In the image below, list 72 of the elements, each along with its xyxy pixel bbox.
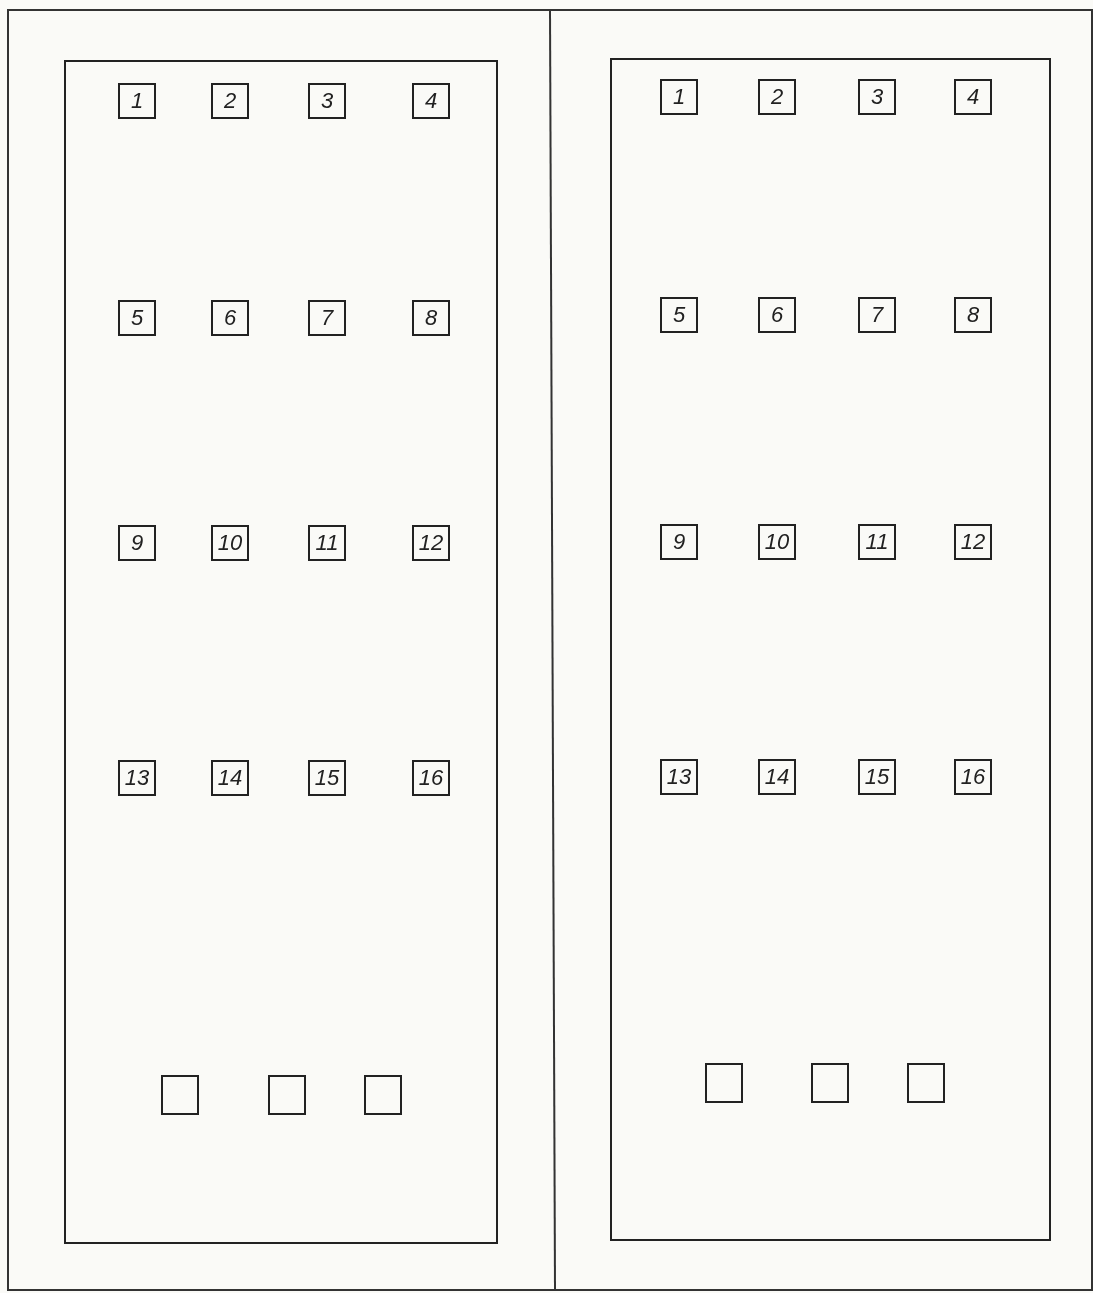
numbered-box — [758, 79, 796, 115]
box-number: 12 — [960, 529, 986, 555]
numbered-box — [211, 525, 249, 561]
numbered-box — [412, 525, 450, 561]
numbered-box — [211, 300, 249, 336]
numbered-box — [660, 759, 698, 795]
box-number: 16 — [418, 765, 444, 791]
box-number: 8 — [424, 305, 438, 331]
numbered-box — [858, 759, 896, 795]
numbered-box — [118, 83, 156, 119]
box-number: 11 — [315, 530, 339, 556]
box-number: 9 — [130, 530, 144, 556]
box-number: 6 — [770, 302, 784, 328]
numbered-box — [954, 759, 992, 795]
box-number: 6 — [223, 305, 237, 331]
box-number: 4 — [424, 88, 438, 114]
box-number: 13 — [124, 765, 150, 791]
box-number: 5 — [130, 305, 144, 331]
box-number: 3 — [870, 84, 884, 110]
numbered-box — [660, 79, 698, 115]
box-number: 7 — [870, 302, 884, 328]
numbered-box — [118, 760, 156, 796]
numbered-box — [858, 524, 896, 560]
numbered-box — [954, 297, 992, 333]
box-number: 2 — [223, 88, 237, 114]
box-number: 15 — [314, 765, 340, 791]
numbered-box — [308, 300, 346, 336]
numbered-box — [412, 83, 450, 119]
numbered-box — [660, 297, 698, 333]
numbered-box — [954, 79, 992, 115]
box-number: 12 — [418, 530, 444, 556]
rectangle-outline — [907, 1063, 945, 1103]
box-number: 2 — [770, 84, 784, 110]
box-number: 7 — [320, 305, 334, 331]
rectangle-outline — [268, 1075, 306, 1115]
panel-outline — [610, 58, 1051, 1241]
box-number: 10 — [217, 530, 243, 556]
rectangle-outline — [811, 1063, 849, 1103]
numbered-box — [308, 525, 346, 561]
box-number: 14 — [764, 764, 790, 790]
box-number: 1 — [130, 88, 144, 114]
numbered-box — [412, 760, 450, 796]
numbered-box — [211, 760, 249, 796]
rectangle-outline — [364, 1075, 402, 1115]
box-number: 8 — [966, 302, 980, 328]
numbered-box — [758, 297, 796, 333]
box-number: 5 — [672, 302, 686, 328]
numbered-box — [412, 300, 450, 336]
numbered-box — [758, 759, 796, 795]
box-number: 4 — [966, 84, 980, 110]
numbered-box — [858, 297, 896, 333]
box-number: 3 — [320, 88, 334, 114]
box-number: 11 — [865, 529, 889, 555]
numbered-box — [660, 524, 698, 560]
numbered-box — [211, 83, 249, 119]
numbered-box — [308, 760, 346, 796]
box-number: 9 — [672, 529, 686, 555]
numbered-box — [954, 524, 992, 560]
numbered-box — [118, 300, 156, 336]
box-number: 16 — [960, 764, 986, 790]
box-number: 10 — [764, 529, 790, 555]
panel-outline — [64, 60, 498, 1244]
numbered-box — [308, 83, 346, 119]
numbered-box — [758, 524, 796, 560]
numbered-box — [858, 79, 896, 115]
box-number: 14 — [217, 765, 243, 791]
rectangle-outline — [161, 1075, 199, 1115]
numbered-box — [118, 525, 156, 561]
box-number: 13 — [666, 764, 692, 790]
box-number: 15 — [864, 764, 890, 790]
box-number: 1 — [672, 84, 686, 110]
rectangle-outline — [705, 1063, 743, 1103]
